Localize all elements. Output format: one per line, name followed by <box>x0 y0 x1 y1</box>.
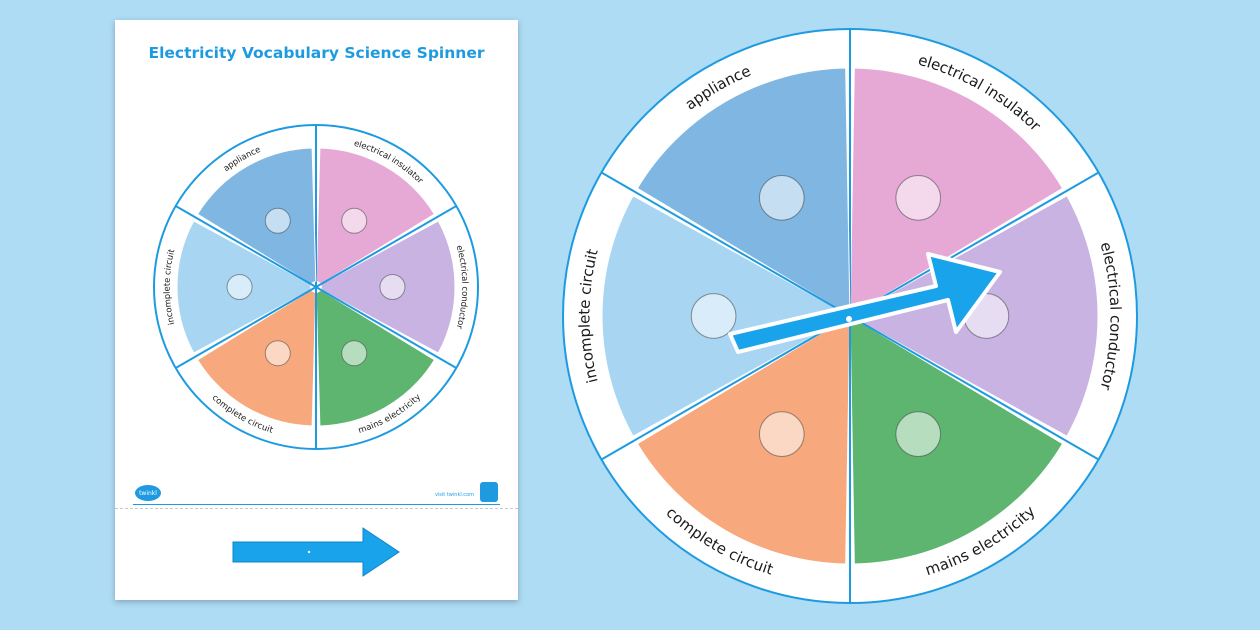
segment-illustration-icon <box>690 293 737 339</box>
segment-illustration-icon <box>264 340 291 367</box>
segment-divider <box>600 315 851 461</box>
segment-illustration-icon <box>226 273 253 301</box>
segment-divider <box>175 286 317 369</box>
spinner-hub <box>846 316 852 322</box>
footer-divider <box>133 504 500 505</box>
segment-illustration-icon <box>341 207 368 234</box>
segment-picture <box>315 147 436 285</box>
segment-picture <box>849 67 1064 314</box>
segment-picture <box>636 318 851 565</box>
segment-illustration-icon <box>895 411 942 457</box>
segment-picture <box>315 289 436 427</box>
segment-picture <box>196 289 317 427</box>
segment-divider <box>600 171 851 317</box>
printable-sheet: Electricity Vocabulary Science Spinner e… <box>115 20 518 600</box>
segment-illustration-icon <box>264 207 291 234</box>
spinner-arrow-cutout <box>232 527 400 577</box>
segment-illustration-icon <box>758 175 805 221</box>
segment-divider <box>315 205 457 288</box>
segment-illustration-icon <box>341 340 368 367</box>
segment-illustration-icon <box>758 411 805 457</box>
segment-picture <box>636 67 851 314</box>
segment-label: incomplete circuit <box>162 247 177 325</box>
arrow-pointer-icon[interactable] <box>728 252 1002 354</box>
twinkl-logo: twinkl <box>135 485 161 501</box>
segment-illustration-icon <box>895 175 942 221</box>
segment-divider <box>849 315 1100 461</box>
segment-picture <box>196 147 317 285</box>
segment-picture <box>849 318 1064 565</box>
arrow-pointer-icon <box>232 527 400 577</box>
page-title: Electricity Vocabulary Science Spinner <box>148 44 485 62</box>
cut-line <box>115 508 518 509</box>
segment-divider <box>849 171 1100 317</box>
segment-illustration-icon <box>379 273 406 301</box>
visit-text: visit twinkl.com <box>434 492 474 498</box>
segment-divider <box>315 286 457 369</box>
segment-divider <box>175 205 317 288</box>
twinkl-badge-icon <box>480 482 498 502</box>
